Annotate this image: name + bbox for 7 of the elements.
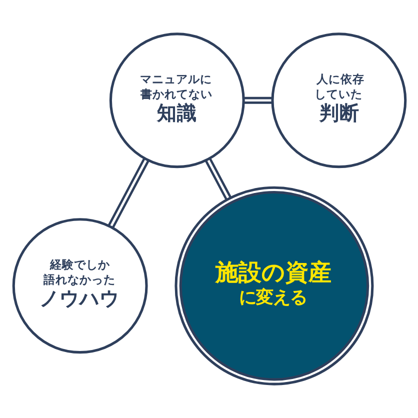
- connector: [204, 158, 232, 200]
- node-circle: 経験でしか語れなかった ノウハウ: [12, 218, 148, 354]
- connector: [107, 158, 149, 228]
- node-circle: 施設の資産 に変える: [174, 186, 374, 386]
- node-circle: マニュアルに書かれてない 知識: [108, 32, 244, 168]
- connector: [243, 96, 272, 104]
- node-circle: 人に依存していた 判断: [270, 32, 406, 168]
